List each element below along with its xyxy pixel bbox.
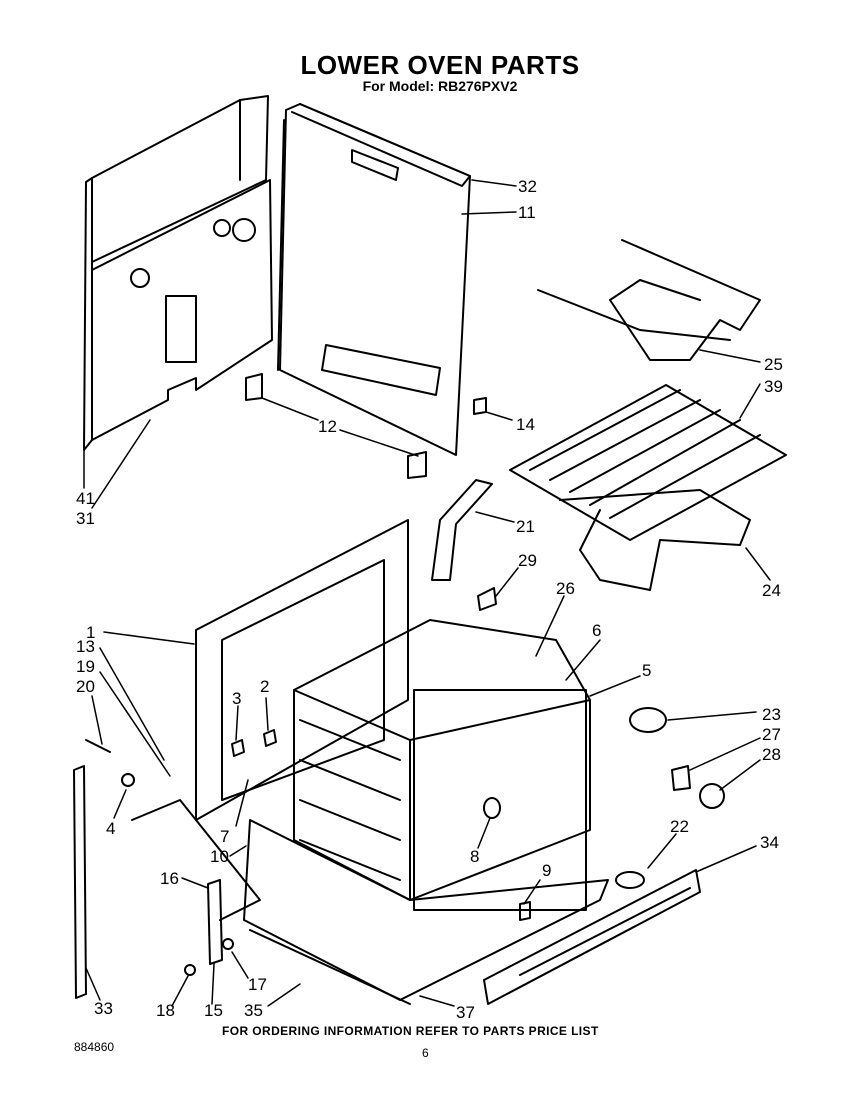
part-label-8: 8: [470, 847, 479, 866]
side-trim-strip: [73, 765, 87, 999]
part-label-25: 25: [764, 355, 783, 374]
back-panel: [277, 103, 471, 456]
part-label-9: 9: [542, 861, 551, 880]
door-hinge-assembly: [131, 799, 261, 976]
part-label-11: 11: [518, 203, 536, 222]
bake-element: [537, 239, 761, 361]
part-label-17: 17: [248, 975, 267, 994]
part-label-31: 31: [76, 509, 95, 528]
kick-panel-grille: [483, 869, 701, 1005]
part-label-24: 24: [762, 581, 781, 600]
oven-light-parts: [629, 707, 725, 809]
part-label-7: 7: [220, 827, 229, 846]
model-subtitle: For Model: RB276PXV2: [362, 78, 518, 94]
part-label-15: 15: [204, 1001, 223, 1020]
part-label-3: 3: [232, 689, 241, 708]
part-label-18: 18: [156, 1001, 175, 1020]
leader-lines: [83, 179, 771, 1007]
part-label-37: 37: [456, 1003, 475, 1022]
part-label-32: 32: [518, 177, 537, 196]
part-label-10: 10: [210, 847, 229, 866]
page-number: 6: [422, 1046, 429, 1060]
part-label-4: 4: [106, 819, 115, 838]
part-label-39: 39: [764, 377, 783, 396]
front-frame: [195, 519, 409, 821]
part-label-27: 27: [762, 725, 781, 744]
part-label-33: 33: [94, 999, 113, 1018]
rear-insulation-panel: [83, 95, 273, 451]
part-label-14: 14: [516, 415, 535, 434]
part-label-13: 13: [76, 637, 95, 656]
part-label-26: 26: [556, 579, 575, 598]
part-label-28: 28: [762, 745, 781, 764]
part-label-23: 23: [762, 705, 781, 724]
page-title: LOWER OVEN PARTS: [300, 50, 580, 80]
document-number: 884860: [74, 1040, 115, 1054]
part-label-1: 1: [86, 623, 95, 642]
part-label-16: 16: [160, 869, 179, 888]
part-label-21: 21: [516, 517, 535, 536]
vent-tube: [431, 479, 493, 581]
oven-rack: [509, 384, 787, 541]
part-label-29: 29: [518, 551, 537, 570]
part-number-labels: 32 11 25 39 12 14 41 31 21 29 24 26 1 13…: [76, 177, 783, 1022]
part-label-2: 2: [260, 677, 269, 696]
part-label-6: 6: [592, 621, 601, 640]
part-label-41: 41: [76, 489, 95, 508]
part-label-22: 22: [670, 817, 689, 836]
part-label-34: 34: [760, 833, 779, 852]
small-hardware: [85, 587, 645, 921]
part-label-35: 35: [244, 1001, 263, 1020]
part-label-19: 19: [76, 657, 95, 676]
oven-base-plates: [243, 819, 609, 1005]
ordering-note: FOR ORDERING INFORMATION REFER TO PARTS …: [222, 1024, 599, 1038]
part-label-5: 5: [642, 661, 651, 680]
part-label-20: 20: [76, 677, 95, 696]
part-label-12: 12: [318, 417, 337, 436]
broil-element: [559, 489, 751, 591]
leveling-legs: [245, 373, 487, 479]
oven-cavity: [293, 619, 591, 911]
